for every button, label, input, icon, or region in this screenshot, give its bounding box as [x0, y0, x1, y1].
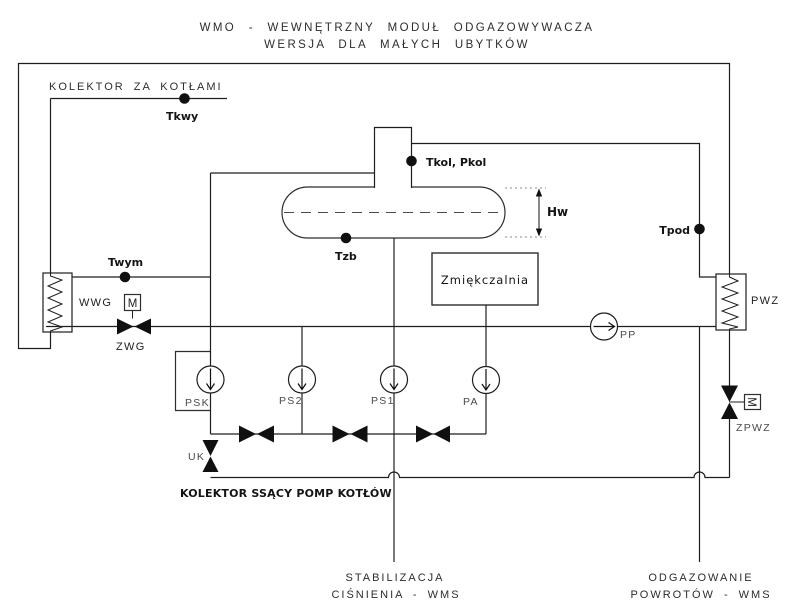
- tzb-label: Tzb: [335, 250, 357, 263]
- softener-box: [431, 252, 539, 306]
- zwg-motor-label: M: [128, 298, 138, 310]
- zwg-valve: [117, 318, 151, 335]
- boiler-collector-label: KOLEKTOR ZA KOTŁAMI: [49, 81, 223, 93]
- suction-collector-line: [210, 471, 730, 479]
- pump-arrow-right: [593, 322, 616, 331]
- wwg-label: WWG: [79, 297, 112, 309]
- pwz-coil: [720, 274, 740, 330]
- pwz-label: PWZ: [751, 295, 779, 307]
- vent-stack-mask: [374, 127, 412, 189]
- manifold-valve-2: [332, 425, 368, 443]
- psk-pump-enclosure: [174, 350, 211, 412]
- ps1-label: PS1: [371, 395, 395, 407]
- tpod-sensor-dot: [694, 223, 705, 235]
- psk-label: PSK: [185, 397, 210, 409]
- tzb-sensor-dot: [340, 232, 352, 244]
- hw-arrowhead-up: [535, 188, 543, 197]
- kolumn-to-pwz-line: [411, 142, 716, 278]
- diagram-title-line2: WERSJA DLA MAŁYCH UBYTKÓW: [264, 38, 530, 51]
- hw-label: Hw: [547, 205, 568, 219]
- pump-arrow-down: [297, 368, 307, 391]
- zpwz-valve: [721, 385, 738, 419]
- zpwz-motor-label: M: [745, 397, 757, 407]
- zpwz-motor-box: [743, 393, 762, 411]
- zpwz-label: ZPWZ: [736, 422, 771, 434]
- suction-collector-label: KOLEKTOR SSĄCY POMP KOTŁÓW: [180, 487, 392, 500]
- twym-sensor-dot: [119, 271, 131, 283]
- tkwy-sensor-dot: [179, 93, 190, 104]
- pump-arrow-down: [481, 369, 491, 392]
- twym-label: Twym: [108, 256, 143, 269]
- softener-label: Zmiękczalnia: [441, 273, 529, 287]
- stabilization-label-line1: STABILIZACJA: [346, 572, 445, 584]
- zwg-motor-box: [123, 293, 142, 312]
- pump-psk: [196, 365, 225, 394]
- tkol-pkol-label: Tkol, Pkol: [426, 156, 486, 169]
- pump-ps1: [379, 365, 409, 394]
- pp-label: PP: [620, 329, 637, 341]
- outer-loop-pipe: [17, 62, 731, 350]
- zwg-label: ZWG: [116, 341, 146, 353]
- manifold-valve-3: [416, 425, 450, 443]
- ps2-label: PS2: [279, 395, 303, 407]
- stabilization-label-line2: CIŚNIENIA - WMS: [331, 588, 460, 601]
- pump-ps2: [287, 365, 317, 394]
- wwg-coil: [46, 273, 64, 332]
- pa-label: PA: [463, 396, 479, 408]
- tkol-pkol-sensor-dot: [406, 155, 417, 167]
- uk-valve: [202, 440, 219, 472]
- pump-arrow-down: [206, 368, 215, 391]
- pump-arrow-down: [389, 368, 399, 391]
- tkwy-label: Tkwy: [166, 110, 198, 123]
- uk-label: UK: [188, 451, 205, 463]
- pump-pa: [471, 365, 501, 395]
- manifold-valve-1: [239, 425, 274, 443]
- degassing-label-line2: POWROTÓW - WMS: [630, 588, 771, 601]
- hw-arrowhead-down: [535, 228, 543, 237]
- diagram-title-line1: WMO - WEWNĘTRZNY MODUŁ ODGAZOWYWACZA: [200, 22, 595, 34]
- tpod-label: Tpod: [659, 224, 690, 237]
- pump-pp: [589, 312, 619, 341]
- degassing-label-line1: ODGAZOWANIE: [648, 572, 753, 584]
